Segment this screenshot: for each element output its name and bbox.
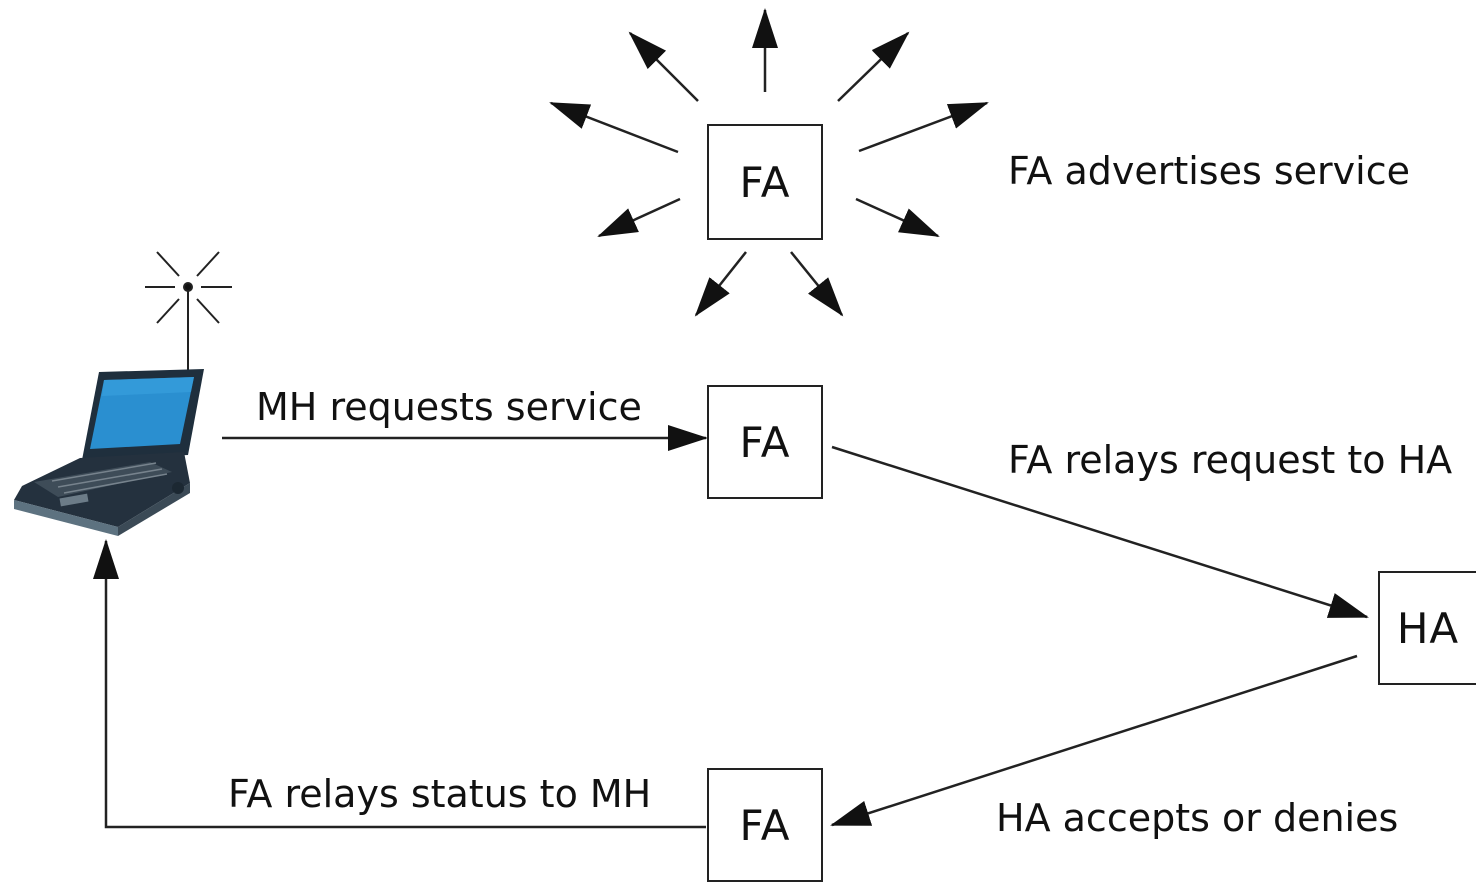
advertises-service-label: FA advertises service (1008, 149, 1410, 193)
broadcast-arrow-left (549, 101, 679, 154)
fa-relays-status-label: FA relays status to MH (228, 772, 652, 816)
broadcast-arrows (549, 8, 989, 317)
arrow-fa-to-ha (831, 445, 1369, 619)
broadcast-arrow-right (858, 101, 989, 153)
ha-box: HA (1378, 571, 1476, 685)
laptop-icon (14, 369, 204, 536)
fa-status-box: FA (707, 768, 823, 882)
broadcast-arrow-down-left (694, 251, 747, 317)
fa-relays-request-label: FA relays request to HA (1008, 438, 1453, 482)
antenna-icon (145, 251, 232, 372)
fa-request-label: FA (739, 417, 791, 467)
ha-accepts-label: HA accepts or denies (996, 796, 1399, 840)
ha-label: HA (1396, 603, 1460, 653)
fa-status-label: FA (739, 800, 791, 850)
fa-advertise-box: FA (707, 124, 823, 240)
arrow-ha-to-fa (830, 654, 1358, 827)
fa-advertise-label: FA (739, 157, 791, 207)
broadcast-arrow-down-right (790, 251, 844, 317)
arrow-fa-to-mh (93, 539, 706, 829)
broadcast-arrow-up-left (628, 31, 699, 102)
fa-request-box: FA (707, 385, 823, 499)
broadcast-arrow-lower-left (597, 197, 681, 238)
broadcast-arrow-lower-right (855, 197, 940, 238)
broadcast-arrow-up-right (837, 31, 910, 102)
mh-requests-service-label: MH requests service (256, 385, 642, 429)
